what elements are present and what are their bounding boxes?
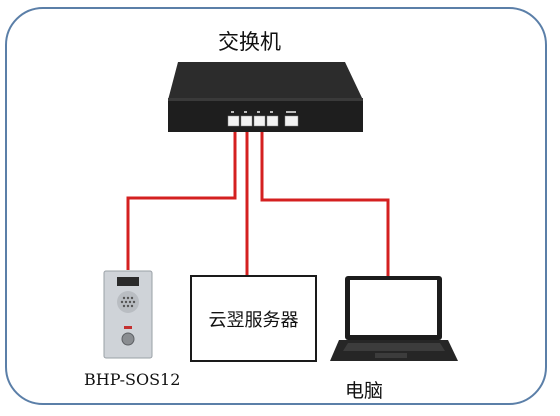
cable-to-sos	[126, 125, 237, 270]
sos-intercom-icon	[103, 270, 153, 359]
computer-label: 电脑	[345, 380, 384, 402]
laptop-icon	[330, 276, 458, 361]
server-box: 云翌服务器	[190, 275, 317, 362]
server-label: 云翌服务器	[208, 309, 299, 331]
sos-terminal-label: BHP-SOS12	[84, 370, 181, 389]
cable-to-computer	[260, 125, 390, 276]
switch-title: 交换机	[218, 30, 281, 54]
network-switch-icon	[168, 62, 363, 132]
diagram-frame	[5, 7, 547, 405]
